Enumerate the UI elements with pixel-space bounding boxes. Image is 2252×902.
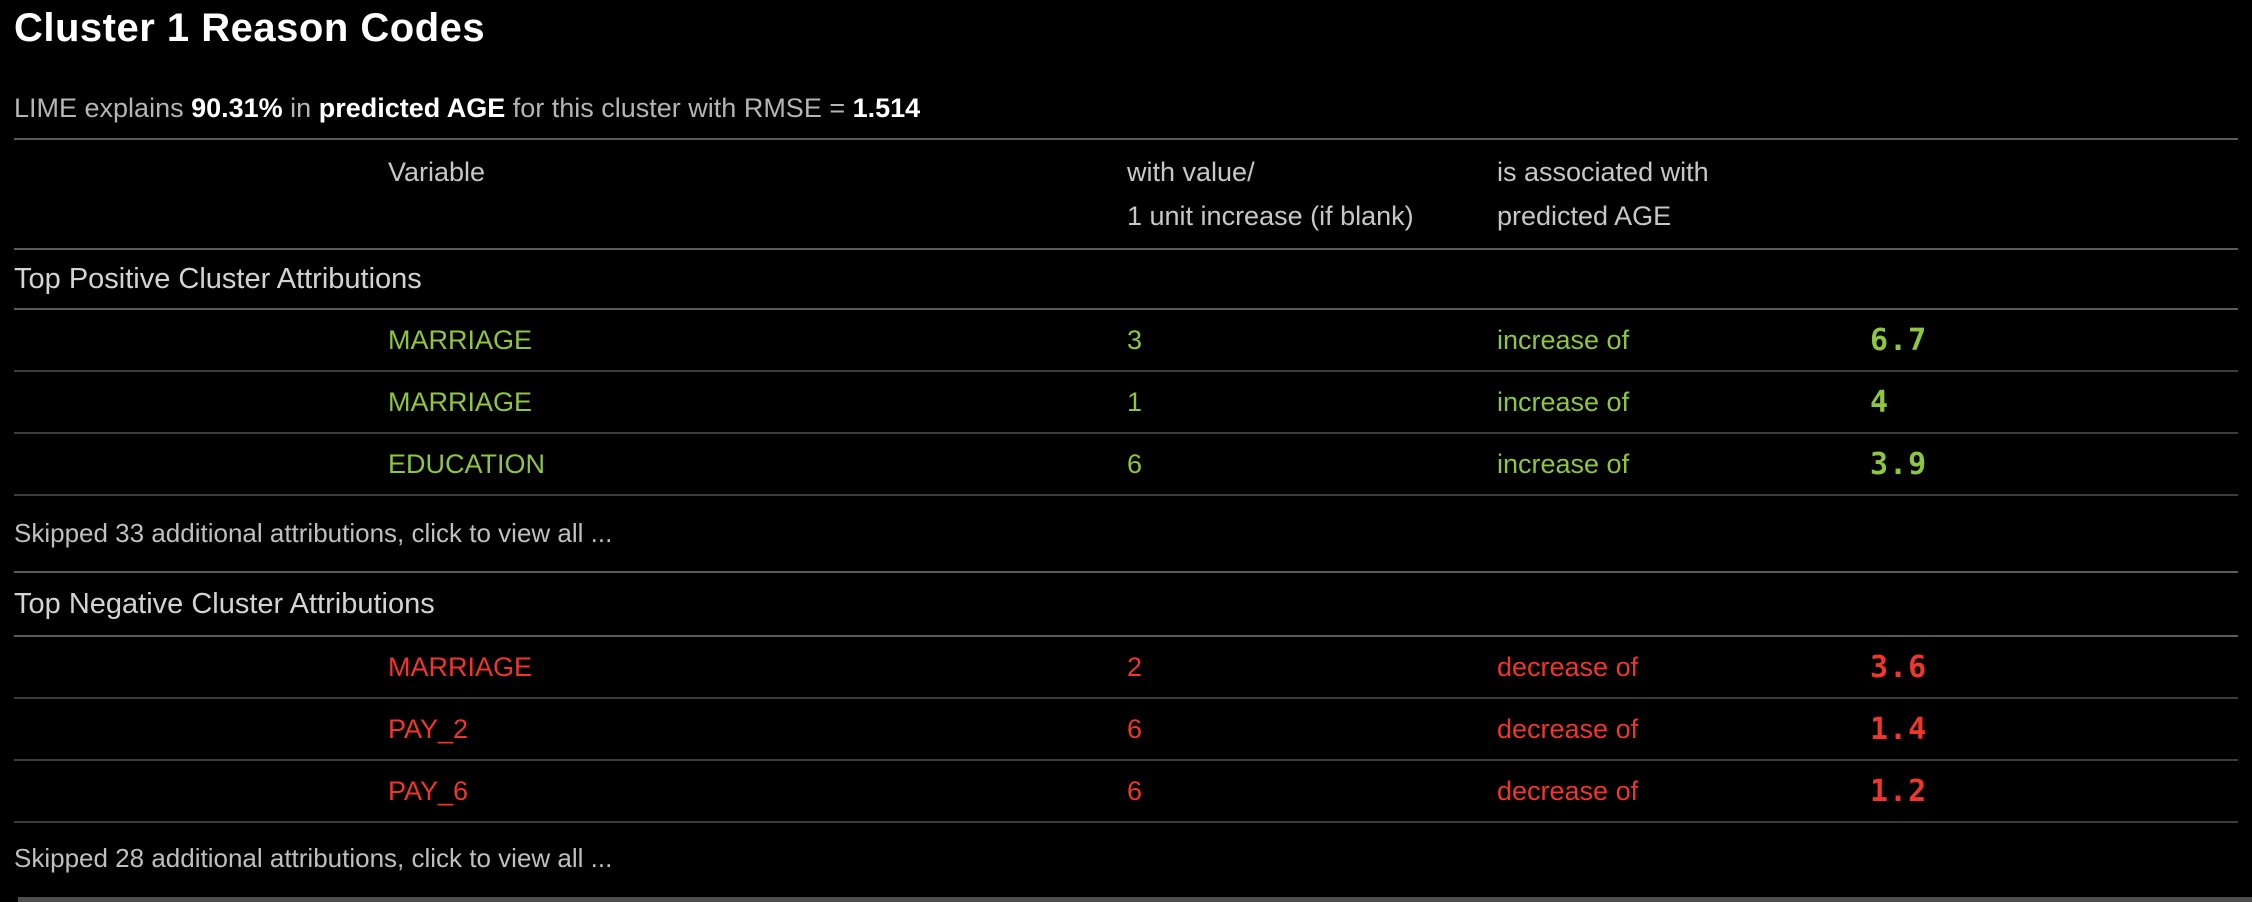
direction-cell: decrease of [1497,713,1639,744]
variable-cell: MARRIAGE [388,651,533,682]
direction-cell: increase of [1497,448,1630,479]
lime-explanation-summary: LIME explains 90.31% in predicted AGE fo… [14,78,2238,138]
amount-cell: 4 [1870,384,1890,420]
column-header-value-line2: 1 unit increase (if blank) [1127,201,1414,231]
table-row: PAY_2 6 decrease of 1.4 [14,699,2238,759]
explained-percentage: 90.31% [191,92,283,123]
column-header-variable: Variable [388,157,486,187]
table-row: PAY_6 6 decrease of 1.2 [14,761,2238,821]
skipped-negative-attributions-link[interactable]: Skipped 28 additional attributions, clic… [14,842,613,873]
table-row: MARRIAGE 1 increase of 4 [14,372,2238,432]
direction-cell: decrease of [1497,775,1639,806]
skipped-positive-attributions-link[interactable]: Skipped 33 additional attributions, clic… [14,518,613,548]
summary-text: for this cluster with RMSE = [505,92,853,123]
amount-cell: 3.6 [1870,649,1928,685]
variable-cell: MARRIAGE [388,386,533,417]
page-title: Cluster 1 Reason Codes [14,6,486,50]
table-row: MARRIAGE 2 decrease of 3.6 [14,637,2238,697]
amount-cell: 6.7 [1870,322,1928,358]
rmse-value: 1.514 [852,92,921,123]
divider [14,308,2238,310]
horizontal-scrollbar[interactable] [18,897,2252,902]
predicted-target: predicted AGE [318,92,506,123]
divider [14,432,2238,434]
negative-attributions-heading: Top Negative Cluster Attributions [14,587,435,620]
summary-text: LIME explains [14,92,192,123]
divider [14,821,2238,823]
column-header-association: is associated with predicted AGE [1497,140,1870,238]
value-cell: 3 [1127,324,1143,355]
divider [14,494,2238,496]
variable-cell: PAY_6 [388,775,469,806]
direction-cell: increase of [1497,324,1630,355]
direction-cell: increase of [1497,386,1630,417]
table-row: EDUCATION 6 increase of 3.9 [14,434,2238,494]
divider [14,635,2238,637]
value-cell: 6 [1127,448,1143,479]
column-header-association-line1: is associated with [1497,157,1709,187]
column-header-amount [1870,140,2238,150]
table-header-row: Variable with value/ 1 unit increase (if… [14,140,2238,248]
divider [14,571,2238,573]
column-header-value-line1: with value/ [1127,157,1255,187]
variable-cell: MARRIAGE [388,324,533,355]
variable-cell: EDUCATION [388,448,546,479]
amount-cell: 3.9 [1870,446,1928,482]
amount-cell: 1.2 [1870,773,1928,809]
amount-cell: 1.4 [1870,711,1928,747]
divider [14,138,2238,140]
divider [14,248,2238,250]
value-cell: 1 [1127,386,1143,417]
value-cell: 6 [1127,713,1143,744]
value-cell: 2 [1127,651,1143,682]
value-cell: 6 [1127,775,1143,806]
positive-attributions-heading: Top Positive Cluster Attributions [14,262,422,295]
summary-text: in [282,92,319,123]
column-header-association-line2: predicted AGE [1497,201,1672,231]
divider [14,697,2238,699]
direction-cell: decrease of [1497,651,1639,682]
divider [14,759,2238,761]
divider [14,370,2238,372]
column-header-value: with value/ 1 unit increase (if blank) [1127,140,1497,238]
variable-cell: PAY_2 [388,713,469,744]
table-row: MARRIAGE 3 increase of 6.7 [14,310,2238,370]
